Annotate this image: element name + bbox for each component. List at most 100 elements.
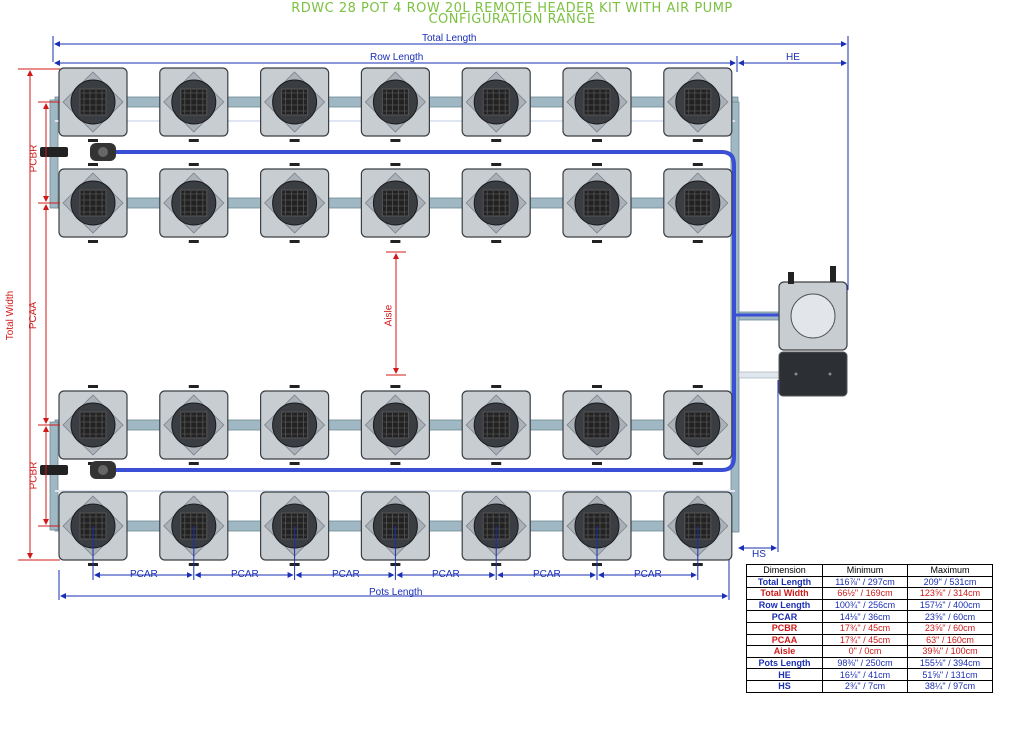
dim-cell: HS [746,679,823,693]
table-header-row: Dimension Minimum Maximum [746,564,994,577]
header-minimum: Minimum [822,564,908,577]
max-cell: 157½" / 400cm [906,598,994,612]
he-label: HE [786,52,800,63]
air-valve-knob [98,465,108,475]
pcar-label-5: PCAR [533,569,561,580]
air-pump [778,351,848,397]
min-cell: 16⅛" / 41cm [822,668,908,681]
pot-clip [390,462,401,465]
pot-clip [592,139,602,142]
drain-pipe [738,371,780,379]
pot-clip [188,385,199,388]
left-pipe-bottom [49,421,59,531]
pot [58,67,128,142]
min-cell: 0" / 0cm [822,645,908,658]
min-cell: 2¾" / 7cm [822,679,908,693]
max-cell: 51⅝" / 131cm [906,668,994,681]
pot [562,385,632,465]
pot [260,385,330,465]
min-cell: 17¾" / 45cm [822,633,908,647]
pot-clip [491,163,502,166]
air-connector [40,147,68,157]
pot [562,163,632,243]
pot-clip [692,240,703,243]
max-cell: 39⅜" / 100cm [906,645,994,658]
pcar-label-4: PCAR [432,569,460,580]
pot [663,491,733,566]
pot [260,163,330,243]
diagram-title-line1: RDWC 28 POT 4 ROW 20L REMOTE HEADER KIT … [291,1,733,16]
min-cell: 17¾" / 45cm [822,621,908,635]
pot-clip [692,163,703,166]
pot-clip [188,462,199,465]
pot-clip [289,462,300,465]
hs-label: HS [752,549,766,560]
pot-clip [592,240,602,243]
pot-clip [188,139,199,142]
pot-clip [390,240,401,243]
pot-clip [491,240,502,243]
max-cell: 155⅛" / 394cm [906,656,994,670]
pot [360,385,430,465]
max-cell: 123⅝" / 314cm [906,587,994,600]
header-tank-lid [790,293,836,339]
min-cell: 116⅞" / 297cm [822,575,908,589]
row-length-label: Row Length [370,52,424,63]
pot [260,67,330,142]
air-connector [40,465,68,475]
max-cell: 63" / 160cm [906,633,994,647]
pot-clip [592,385,602,388]
pot [159,163,229,243]
pcbr-label-bottom: PCBR [28,461,40,490]
pot [663,163,733,243]
pot [461,385,531,465]
max-cell: 38¼" / 97cm [906,679,994,693]
dim-cell: PCBR [746,621,823,635]
pipework [49,96,780,533]
pot [58,385,128,465]
pot [159,67,229,142]
diagram-title-line2: CONFIGURATION RANGE [428,12,596,27]
air-valve-knob [98,147,108,157]
min-cell: 66½" / 169cm [822,587,908,600]
pot-grid [58,67,733,566]
header-fitting [830,266,836,282]
max-cell: 209" / 531cm [906,575,994,589]
min-cell: 14⅛" / 36cm [822,610,908,623]
pump-screw [828,372,832,376]
pot [58,163,128,243]
pcar-label-3: PCAR [332,569,360,580]
aisle-label: Aisle [383,304,395,327]
dim-cell: PCAA [746,633,823,647]
dim-cell: Row Length [746,598,823,612]
pot-clip [692,462,703,465]
pot-clip [188,163,199,166]
min-cell: 100¾" / 256cm [822,598,908,612]
dim-cell: Total Length [746,575,823,589]
pcbr-label-top: PCBR [28,144,40,173]
pot [461,163,531,243]
pot-clip [289,240,300,243]
pot-clip [88,139,98,142]
pot-clip [289,385,300,388]
pot [663,67,733,142]
pot-clip [491,462,502,465]
pot [562,67,632,142]
header-tank [40,143,848,479]
pot-clip [88,240,98,243]
pots-length-label: Pots Length [369,587,423,598]
pot-clip [491,139,502,142]
header-fitting [788,272,794,284]
pcar-label-1: PCAR [130,569,158,580]
pcar-label-6: PCAR [634,569,662,580]
dim-cell: Aisle [746,645,823,658]
total-width-label: Total Width [5,290,17,341]
